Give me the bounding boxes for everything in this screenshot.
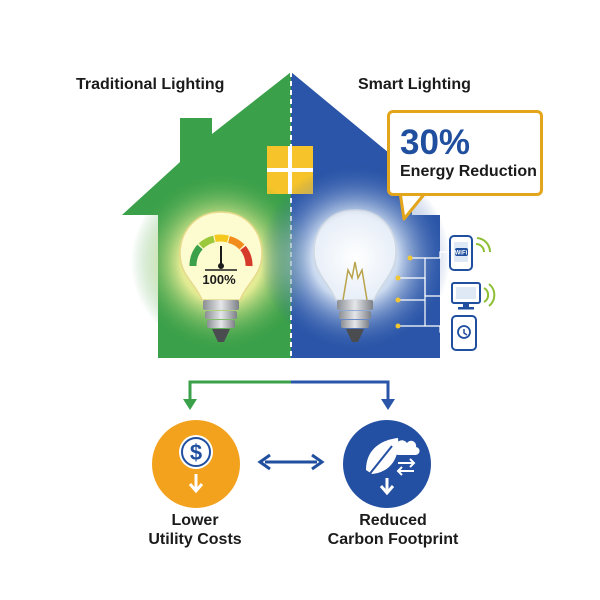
callout-label: Energy Reduction (400, 163, 537, 180)
benefit-left-line1: Lower (171, 512, 219, 529)
callout-value: 30% (400, 123, 471, 162)
energy-reduction-callout: 30% Energy Reduction (387, 110, 543, 196)
gauge-icon (189, 234, 253, 271)
benefit-left-line2: Utility Costs (148, 531, 242, 548)
smart-bulb-icon (313, 209, 397, 342)
double-arrow-icon (257, 453, 325, 471)
benefit-reduced-carbon: Reduced Carbon Footprint (313, 511, 473, 549)
phone-badge: WiFi (455, 251, 468, 257)
connector-dots (395, 255, 413, 329)
flow-arrows (183, 380, 395, 410)
smartphone-wifi-icon: WiFi (449, 235, 492, 271)
traditional-lighting-title: Traditional Lighting (76, 76, 225, 93)
gauge-value: 100% (202, 272, 236, 287)
tablet-icon (451, 315, 477, 351)
monitor-icon (451, 282, 496, 310)
smart-lighting-title: Smart Lighting (358, 76, 471, 93)
benefit-right-line1: Reduced (359, 512, 427, 529)
dollar-coin-icon: $ (152, 420, 240, 508)
benefit-lower-costs: Lower Utility Costs (120, 511, 270, 549)
svg-text:$: $ (190, 440, 202, 465)
device-connectors (398, 251, 448, 333)
benefit-right-line2: Carbon Footprint (327, 531, 459, 548)
leaf-cloud-icon (343, 420, 431, 508)
